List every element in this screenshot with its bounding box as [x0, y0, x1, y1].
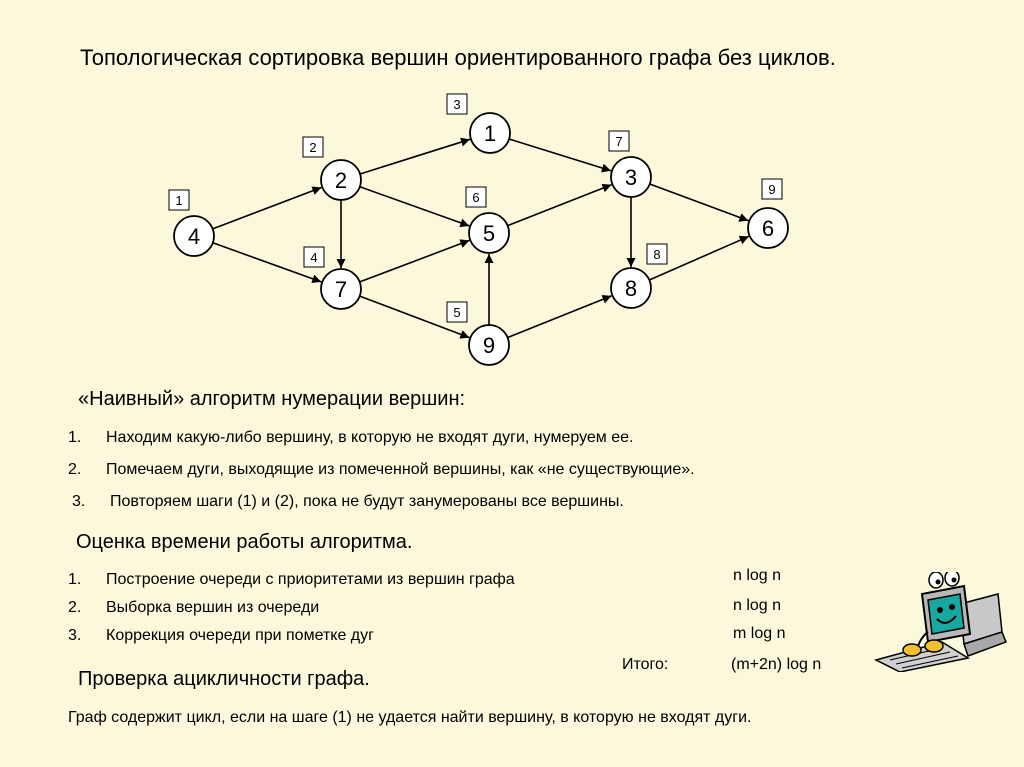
- order-box-3: [608, 130, 630, 152]
- naive-step-2: 2. Помечаем дуги, выходящие из помеченной…: [68, 461, 695, 479]
- node-label-3: 3: [625, 165, 637, 190]
- cost-3: m log n: [733, 625, 786, 642]
- edge-3-6: [649, 183, 749, 222]
- order-box-6: [761, 178, 783, 200]
- order-label-8: 8: [653, 247, 660, 262]
- node-4: [173, 215, 215, 257]
- order-box-8: [646, 243, 668, 265]
- step-number: 2.: [68, 461, 82, 478]
- node-7: [320, 268, 362, 310]
- node-3: [610, 156, 652, 198]
- node-label-2: 2: [335, 168, 347, 193]
- acyclic-text: Граф содержит цикл, если на шаге (1) не …: [68, 709, 752, 726]
- cost-1: n log n: [733, 567, 782, 584]
- node-label-5: 5: [483, 221, 495, 246]
- computer-mascot-icon: [873, 572, 1007, 672]
- node-label-7: 7: [335, 277, 347, 302]
- step-text: Построение очереди с приоритетами из вер…: [106, 571, 515, 588]
- node-label-8: 8: [625, 276, 637, 301]
- order-box-5: [465, 186, 487, 208]
- node-9: [468, 324, 510, 366]
- order-box-4: [168, 189, 190, 211]
- node-label-9: 9: [483, 333, 495, 358]
- edge-2-5: [359, 185, 470, 228]
- step-text: Повторяем шаги (1) и (2), пока не будут …: [110, 493, 624, 510]
- order-label-7: 4: [310, 250, 317, 265]
- total-value: (m+2n) log n: [731, 656, 822, 673]
- edge-4-7: [212, 242, 322, 284]
- edge-9-8: [507, 294, 612, 339]
- order-box-1: [446, 93, 468, 115]
- step-text: Выборка вершин из очереди: [106, 599, 320, 616]
- step-text: Помечаем дуги, выходящие из помеченной в…: [106, 461, 695, 478]
- total-label: Итого:: [622, 656, 669, 673]
- edge-4-2: [212, 186, 322, 230]
- step-number: 1.: [68, 429, 82, 446]
- order-label-3: 7: [615, 134, 622, 149]
- directed-graph: 1 3 2 2 3 7 4 1 5 6 6 9 7 4 8 8 9 5: [168, 93, 789, 366]
- edge-7-9: [359, 295, 470, 339]
- edge-5-3: [507, 183, 612, 227]
- order-box-9: [446, 301, 468, 323]
- order-label-4: 1: [175, 193, 182, 208]
- step-text: Коррекция очереди при пометке дуг: [106, 627, 374, 644]
- edge-1-3: [508, 138, 612, 173]
- node-label-1: 1: [484, 121, 496, 146]
- order-label-9: 5: [453, 305, 460, 320]
- order-box-2: [302, 136, 324, 158]
- naive-heading: «Наивный» алгоритм нумерации вершин:: [78, 388, 466, 410]
- naive-step-3: 3. Повторяем шаги (1) и (2), пока не буду…: [72, 493, 624, 511]
- order-label-2: 2: [309, 140, 316, 155]
- estimate-step-2: 2. Выборка вершин из очереди: [68, 599, 319, 617]
- order-label-5: 6: [472, 190, 479, 205]
- estimate-heading: Оценка времени работы алгоритма.: [76, 531, 413, 553]
- estimate-step-1: 1. Построение очереди с приоритетами из в…: [68, 571, 515, 589]
- node-6: [747, 207, 789, 249]
- edge-8-6: [648, 235, 750, 281]
- node-1: [469, 112, 511, 154]
- step-text: Находим какую-либо вершину, в которую не…: [106, 429, 634, 446]
- step-number: 3.: [72, 493, 86, 510]
- slide-title: Топологическая сортировка вершин ориенти…: [80, 45, 836, 70]
- step-number: 1.: [68, 571, 82, 588]
- node-label-4: 4: [188, 224, 200, 249]
- edge-2-1: [359, 137, 471, 175]
- order-label-6: 9: [768, 182, 775, 197]
- cost-2: n log n: [733, 597, 782, 614]
- edge-7-5: [359, 239, 470, 283]
- estimate-step-3: 3. Коррекция очереди при пометке дуг: [68, 627, 374, 645]
- acyclic-heading: Проверка ацикличности графа.: [78, 668, 370, 690]
- order-box-7: [303, 246, 325, 268]
- node-8: [610, 267, 652, 309]
- node-label-6: 6: [762, 216, 774, 241]
- step-number: 2.: [68, 599, 82, 616]
- naive-step-1: 1. Находим какую-либо вершину, в которую …: [68, 429, 633, 447]
- node-2: [320, 159, 362, 201]
- node-5: [468, 212, 510, 254]
- order-label-1: 3: [453, 97, 460, 112]
- step-number: 3.: [68, 627, 82, 644]
